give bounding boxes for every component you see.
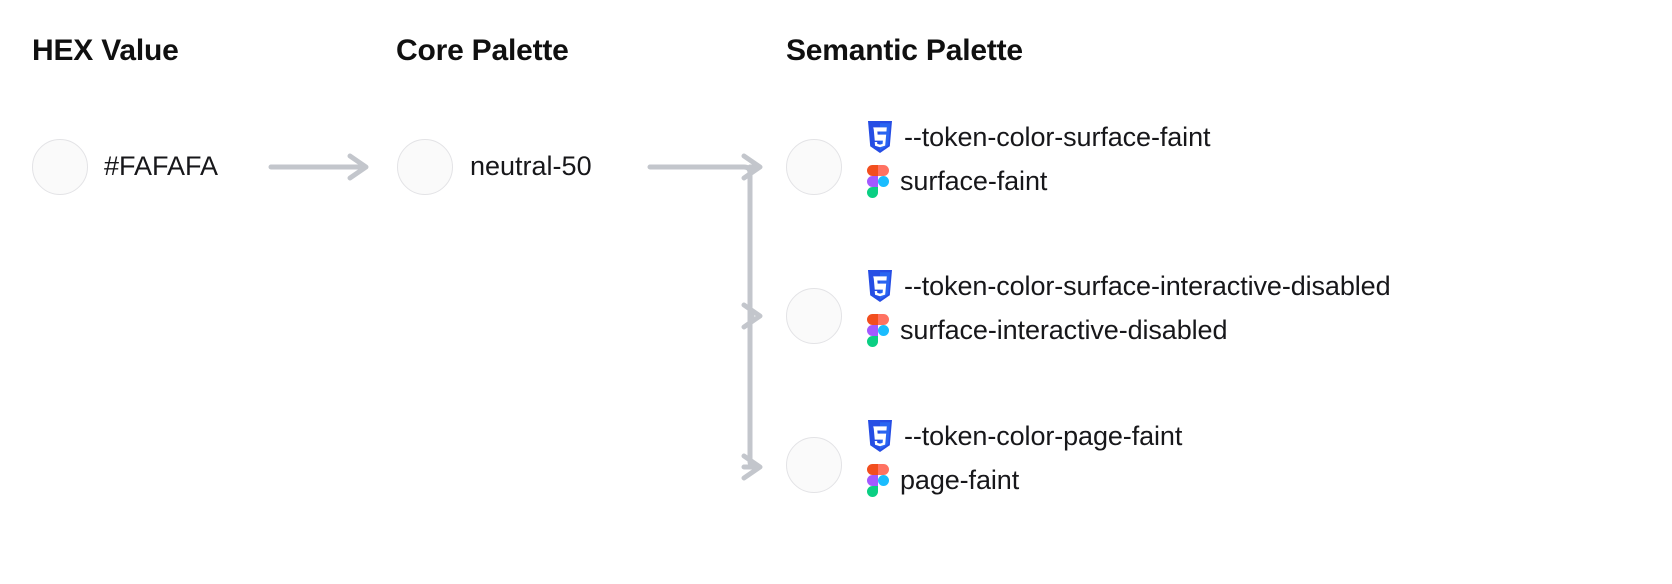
arrow-hex-to-core bbox=[268, 153, 369, 181]
figma-icon bbox=[866, 313, 890, 347]
arrow-branch-page-faint bbox=[741, 453, 763, 481]
css-token-text: --token-color-surface-faint bbox=[904, 121, 1211, 152]
semantic-token-group: --token-color-surface-faint surface-fain… bbox=[866, 115, 1211, 203]
swatch-hex-value[interactable] bbox=[32, 139, 88, 195]
figma-token-row[interactable]: surface-interactive-disabled bbox=[866, 308, 1391, 352]
swatch-semantic-page-faint[interactable] bbox=[786, 437, 842, 493]
semantic-token-group: --token-color-surface-interactive-disabl… bbox=[866, 264, 1391, 352]
figma-token-row[interactable]: surface-faint bbox=[866, 159, 1210, 203]
core-palette-label: neutral-50 bbox=[470, 151, 592, 181]
arrow-branch-surface-faint bbox=[741, 153, 763, 181]
swatch-semantic-surface-interactive-disabled[interactable] bbox=[786, 288, 842, 344]
css-token-row[interactable]: --token-color-surface-faint bbox=[866, 115, 1211, 159]
column-heading-semantic-palette: Semantic Palette bbox=[786, 34, 1023, 67]
arrow-branch-surface-interactive-disabled bbox=[741, 302, 763, 330]
swatch-semantic-surface-faint[interactable] bbox=[786, 139, 842, 195]
figma-token-text: surface-faint bbox=[900, 165, 1048, 196]
column-heading-hex-value: HEX Value bbox=[32, 34, 179, 67]
css-token-text: --token-color-page-faint bbox=[904, 420, 1183, 451]
figma-icon bbox=[866, 164, 890, 198]
figma-token-text: surface-interactive-disabled bbox=[900, 314, 1228, 345]
swatch-core-neutral-50[interactable] bbox=[397, 139, 453, 195]
css3-icon bbox=[866, 420, 894, 452]
semantic-token-group: --token-color-page-faint page-faint bbox=[866, 414, 1182, 502]
css3-icon bbox=[866, 121, 894, 153]
hex-value-label: #FAFAFA bbox=[104, 151, 219, 181]
css-token-row[interactable]: --token-color-page-faint bbox=[866, 414, 1182, 458]
figma-token-row[interactable]: page-faint bbox=[866, 458, 1182, 502]
column-heading-core-palette: Core Palette bbox=[396, 34, 569, 67]
css-token-row[interactable]: --token-color-surface-interactive-disabl… bbox=[866, 264, 1391, 308]
css3-icon bbox=[866, 270, 894, 302]
css-token-text: --token-color-surface-interactive-disabl… bbox=[904, 270, 1391, 301]
figma-token-text: page-faint bbox=[900, 464, 1020, 495]
figma-icon bbox=[866, 463, 890, 497]
branch-trunk bbox=[647, 164, 759, 470]
